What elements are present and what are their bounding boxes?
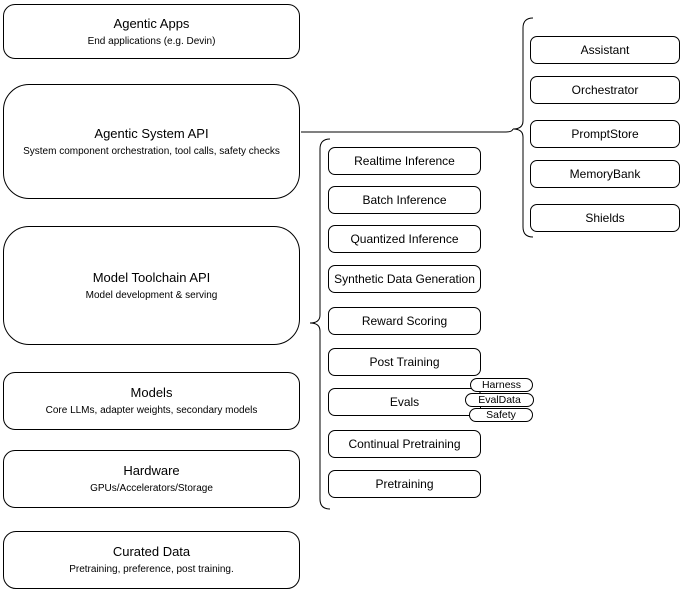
node-shields: Shields — [530, 204, 680, 232]
node-continual-pretraining: Continual Pretraining — [328, 430, 481, 458]
node-batch-inference: Batch Inference — [328, 186, 481, 214]
node-hardware: Hardware GPUs/Accelerators/Storage — [3, 450, 300, 508]
node-pretraining: Pretraining — [328, 470, 481, 498]
pill-harness: Harness — [470, 378, 533, 392]
node-title: Model Toolchain API — [92, 269, 211, 285]
node-label: PromptStore — [571, 127, 639, 141]
node-label: Continual Pretraining — [348, 437, 461, 451]
node-label: Post Training — [369, 355, 440, 369]
pill-label: Safety — [486, 409, 516, 421]
node-agentic-system-api: Agentic System API System component orch… — [3, 84, 300, 199]
node-label: Pretraining — [375, 477, 434, 491]
pill-label: Harness — [481, 379, 522, 391]
node-label: Shields — [585, 211, 625, 225]
node-subtitle: End applications (e.g. Devin) — [87, 35, 216, 47]
node-subtitle: Core LLMs, adapter weights, secondary mo… — [45, 405, 258, 416]
node-label: Orchestrator — [571, 83, 639, 97]
node-subtitle: System component orchestration, tool cal… — [23, 145, 280, 157]
node-post-training: Post Training — [328, 348, 481, 376]
pill-label: EvalData — [478, 394, 521, 406]
node-label: Reward Scoring — [361, 314, 448, 328]
node-title: Agentic System API — [94, 125, 209, 141]
node-title: Agentic Apps — [113, 15, 190, 31]
node-label: Quantized Inference — [350, 232, 459, 246]
node-label: MemoryBank — [569, 167, 641, 181]
node-title: Curated Data — [112, 544, 191, 559]
node-label: Realtime Inference — [354, 154, 455, 168]
node-models: Models Core LLMs, adapter weights, secon… — [3, 372, 300, 430]
node-curated-data: Curated Data Pretraining, preference, po… — [3, 531, 300, 589]
node-agentic-apps: Agentic Apps End applications (e.g. Devi… — [3, 4, 300, 59]
node-assistant: Assistant — [530, 36, 680, 64]
node-synthetic-data-generation: Synthetic Data Generation — [328, 265, 481, 293]
node-memorybank: MemoryBank — [530, 160, 680, 188]
node-label: Assistant — [580, 43, 630, 57]
node-subtitle: GPUs/Accelerators/Storage — [90, 483, 213, 494]
node-promptstore: PromptStore — [530, 120, 680, 148]
node-evals: Evals — [328, 388, 481, 416]
node-orchestrator: Orchestrator — [530, 76, 680, 104]
node-title: Hardware — [123, 463, 180, 478]
pill-evaldata: EvalData — [465, 393, 534, 407]
node-subtitle: Model development & serving — [85, 289, 218, 301]
node-subtitle: Pretraining, preference, post training. — [69, 564, 234, 575]
node-model-toolchain-api: Model Toolchain API Model development & … — [3, 226, 300, 345]
node-title: Models — [130, 385, 173, 400]
node-reward-scoring: Reward Scoring — [328, 307, 481, 335]
system-api-connector-line — [301, 128, 514, 133]
node-label: Batch Inference — [362, 193, 447, 207]
node-realtime-inference: Realtime Inference — [328, 147, 481, 175]
node-quantized-inference: Quantized Inference — [328, 225, 481, 253]
node-label: Evals — [389, 395, 420, 409]
node-label: Synthetic Data Generation — [334, 272, 475, 286]
pill-safety: Safety — [469, 408, 533, 422]
toolchain-brace — [309, 138, 331, 510]
